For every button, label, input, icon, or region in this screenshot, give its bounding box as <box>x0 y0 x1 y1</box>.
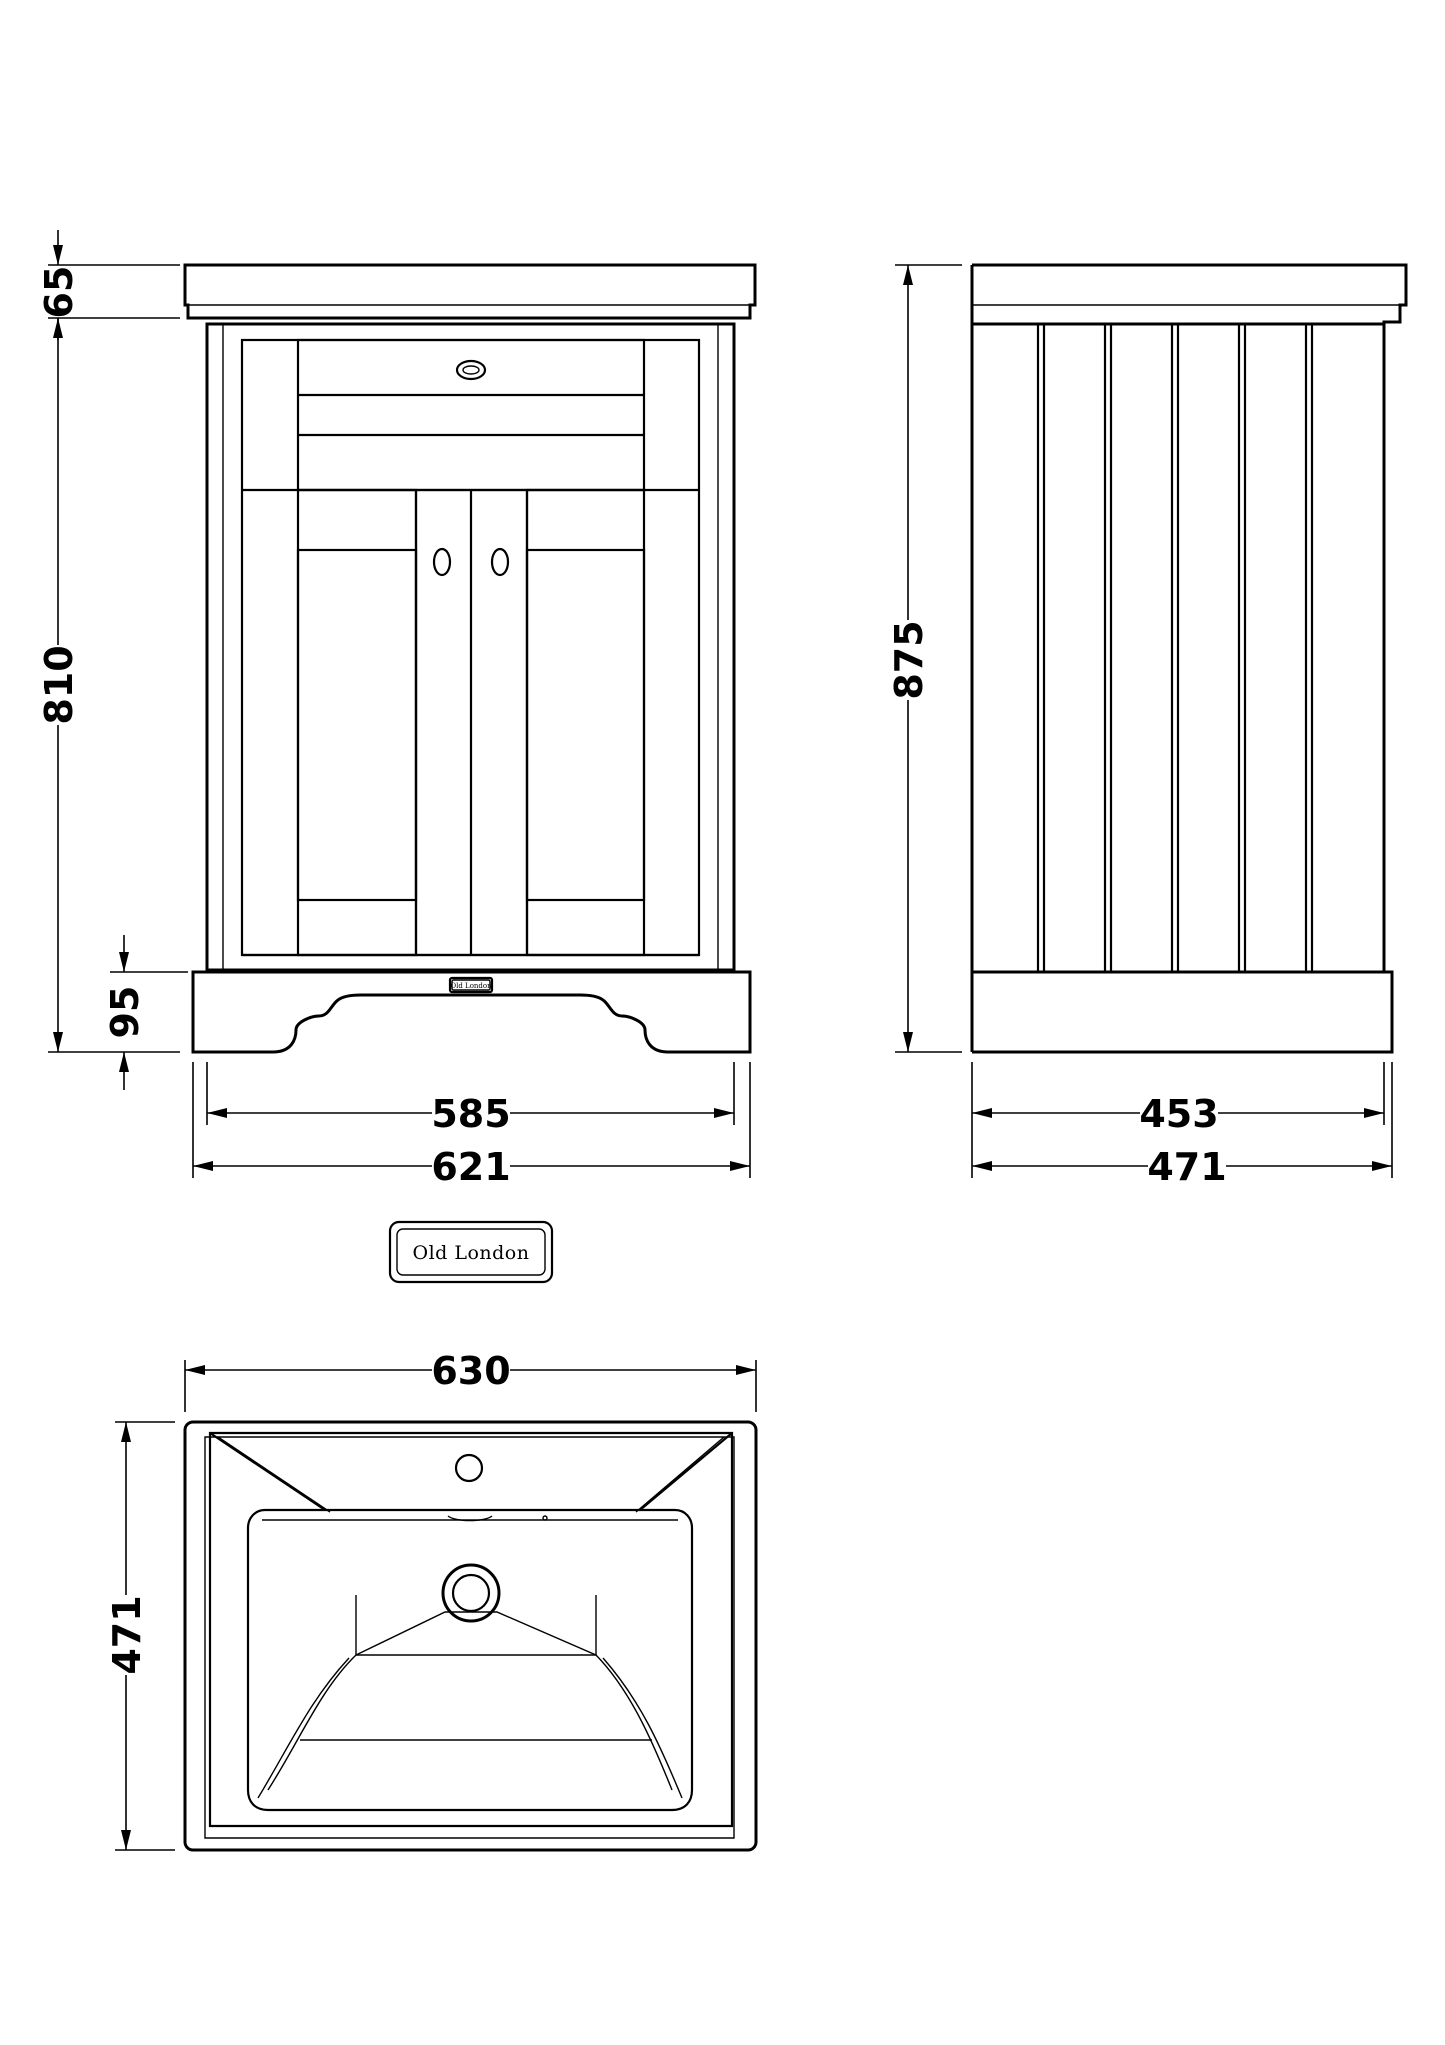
dim-front-overall-width: 621 <box>431 1145 510 1189</box>
waste-outlet-icon <box>441 1563 501 1623</box>
front-dimensions: 65 810 95 585 621 <box>37 230 751 1189</box>
side-dimensions: 875 453 471 <box>887 264 1393 1189</box>
side-basin-top <box>972 263 1408 324</box>
drawer-handle-icon <box>455 359 487 381</box>
left-door-knob-icon <box>432 547 452 577</box>
dim-side-body-depth: 453 <box>1139 1092 1218 1136</box>
dim-side-overall-height: 875 <box>887 620 931 699</box>
brand-logo-text: Old London <box>413 1242 530 1264</box>
right-door-knob-icon <box>490 547 510 577</box>
side-view <box>970 263 1408 1054</box>
side-panel-grooves <box>1036 324 1314 972</box>
basin-bowl <box>246 1508 694 1812</box>
front-basin-top <box>183 263 757 320</box>
basin-dimensions: 630 471 <box>105 1349 757 1851</box>
front-drawer <box>296 338 646 492</box>
brand-logo: Old London <box>388 1220 554 1284</box>
left-door <box>296 488 418 957</box>
dim-front-plinth-height: 95 <box>103 986 147 1039</box>
right-door <box>525 488 646 957</box>
basin-top-view <box>183 1420 758 1852</box>
basin-outer-rim <box>183 1420 758 1852</box>
plinth-badge <box>448 976 494 994</box>
front-view: Old London <box>183 263 757 1054</box>
side-plinth <box>972 970 1394 1054</box>
dim-basin-depth: 471 <box>105 1595 149 1674</box>
dim-front-cabinet-height: 810 <box>37 645 81 724</box>
plinth-badge-text: Old London <box>450 982 492 990</box>
dim-front-body-width: 585 <box>431 1092 510 1136</box>
dim-front-basin-height: 65 <box>37 266 81 319</box>
tap-hole-icon <box>454 1453 484 1483</box>
dim-side-overall-depth: 471 <box>1147 1145 1226 1189</box>
dim-basin-width: 630 <box>431 1349 510 1393</box>
front-plinth <box>191 970 752 1054</box>
